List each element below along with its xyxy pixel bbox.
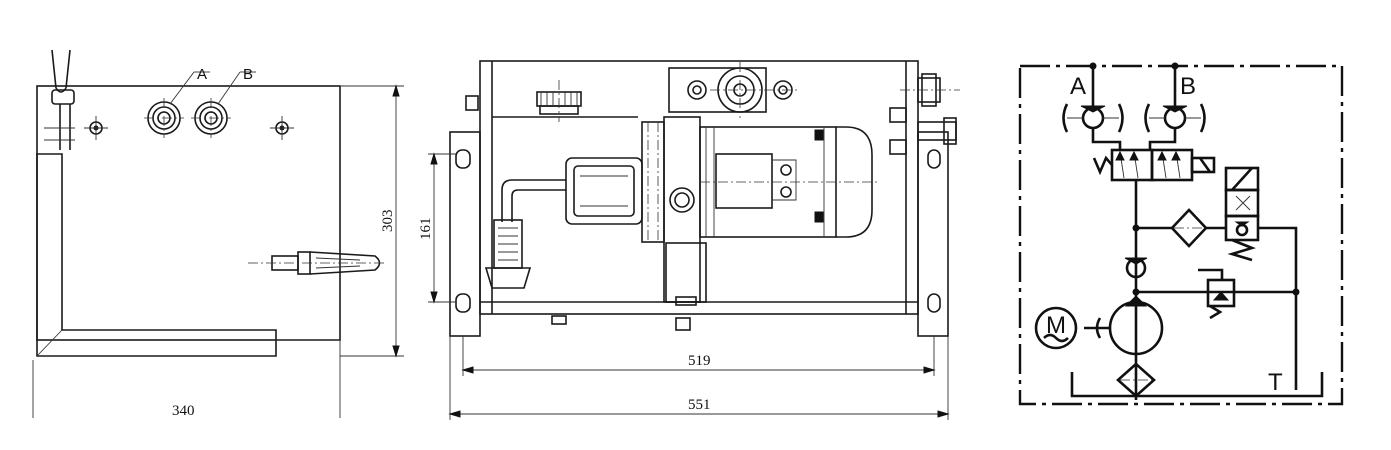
hydraulic-schematic: A B (1018, 62, 1344, 406)
hydraulic-pump (1084, 295, 1164, 356)
electric-motor (699, 126, 880, 238)
front-dim-height: 161 (418, 152, 456, 304)
schematic-tank-label: T (1268, 369, 1283, 396)
front-dim-overall-width: 551 (448, 336, 950, 420)
front-bracket-right (917, 131, 949, 337)
pump-check-valve (1124, 257, 1148, 279)
side-dim-width: 340 (32, 340, 341, 419)
terminal-bolts (889, 107, 957, 155)
side-bolt-left (84, 116, 108, 140)
drain-plug (551, 315, 567, 325)
port-b-fitting (191, 98, 231, 138)
frame-bolt (465, 95, 479, 111)
side-view: A B 303 (32, 49, 404, 419)
side-label-b: B (243, 66, 253, 83)
top-manifold (668, 62, 800, 118)
side-reservoir-wall (36, 153, 277, 357)
side-dim-height-text: 303 (380, 210, 396, 233)
front-dim-inner-width-text: 519 (688, 353, 711, 369)
tank-symbol: T (1070, 369, 1324, 398)
directional-control-valve (1092, 148, 1216, 182)
side-dim-height: 303 (340, 84, 404, 358)
front-dim-overall-width-text: 551 (688, 397, 711, 413)
cable-gland (900, 73, 960, 107)
port-a-fitting (144, 98, 184, 138)
schematic-port-b: B (1180, 73, 1196, 100)
side-bolt-right (270, 116, 294, 140)
side-label-a: A (197, 66, 207, 83)
side-pump-handle (248, 251, 386, 275)
suction-pipe (484, 179, 566, 289)
front-dim-inner-width: 519 (461, 336, 936, 376)
filler-cap (536, 80, 582, 122)
front-bracket-left (449, 131, 481, 337)
pump-body (565, 121, 665, 243)
pilot-check-valve-a (1062, 103, 1124, 133)
motor-symbol-letter: M (1046, 312, 1066, 339)
electric-motor-symbol: M (1034, 306, 1078, 350)
pilot-check-valve-b (1144, 103, 1206, 133)
solenoid-valve (1224, 166, 1260, 262)
side-body-outline (36, 85, 341, 341)
schematic-port-a: A (1070, 73, 1086, 100)
front-dim-height-text: 161 (418, 218, 434, 241)
relief-valve (1198, 268, 1236, 320)
return-filter (1170, 208, 1208, 248)
side-lift-handle (51, 49, 71, 93)
schematic-enclosure (1018, 64, 1344, 406)
front-view: 161 519 551 (418, 60, 960, 420)
side-dim-width-text: 340 (172, 403, 195, 419)
